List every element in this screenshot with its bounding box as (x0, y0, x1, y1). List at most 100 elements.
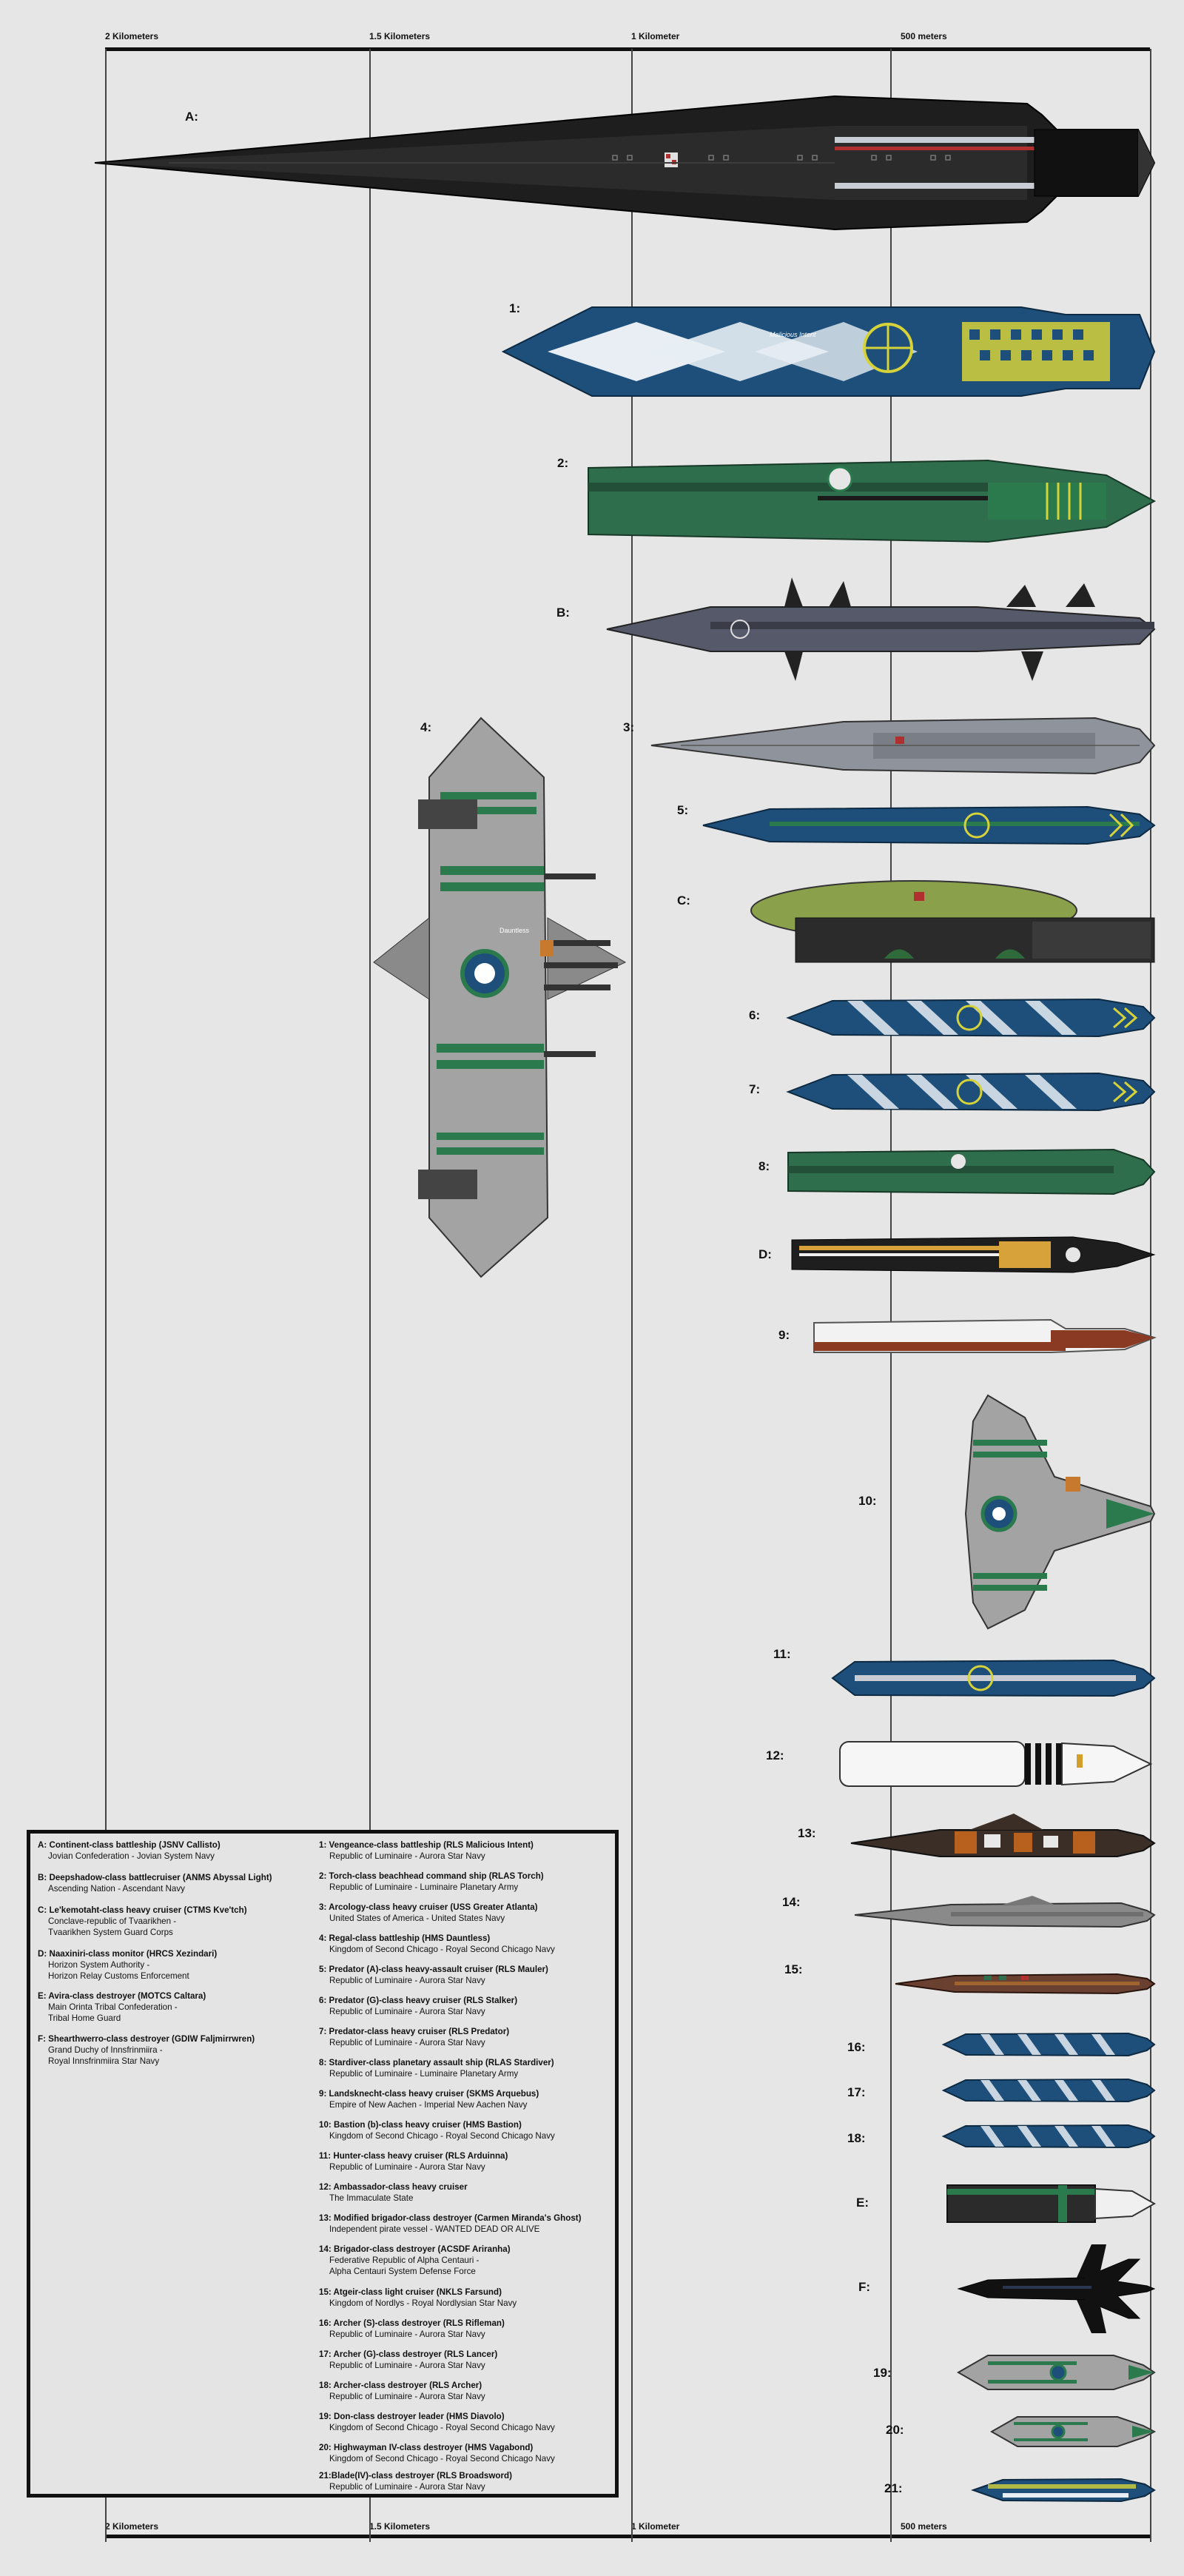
ship-16-archer-s (941, 2032, 1156, 2057)
ship-label-4: 4: (420, 720, 432, 734)
ship-E-avira-destroyer (946, 2184, 1157, 2223)
legend-entry-5: 5: Predator (A)-class heavy-assault crui… (319, 1965, 548, 1985)
scale-label-1km: 1 Kilometer (631, 31, 680, 41)
ship-18-archer (941, 2124, 1156, 2149)
hull-marking-1: Malicious Intent (770, 331, 816, 338)
hull-marking-4: Dauntless (500, 927, 530, 934)
legend-entry-18: 18: Archer-class destroyer (RLS Archer)R… (319, 2381, 485, 2401)
ship-11-hunter (831, 1659, 1156, 1697)
gridline-1km (631, 49, 633, 2542)
ship-B-deepshadow-battlecruiser (606, 577, 1156, 681)
scale-label-500m-bottom: 500 meters (901, 2521, 947, 2532)
legend-entry-11: 11: Hunter-class heavy cruiser (RLS Ardu… (319, 2151, 508, 2172)
gridline-2km (105, 49, 107, 2542)
ship-label-2: 2: (557, 456, 569, 470)
legend-entry-D: D: Naaxiniri-class monitor (HRCS Xezinda… (38, 1949, 218, 1981)
legend-entry-10: 10: Bastion (b)-class heavy cruiser (HMS… (319, 2120, 555, 2141)
scale-label-1-5km: 1.5 Kilometers (369, 31, 431, 41)
ship-13-carmen-mirandas-ghost (850, 1814, 1156, 1857)
legend-entry-E: E: Avira-class destroyer (MOTCS Caltara)… (38, 1991, 206, 2023)
ship-label-10: 10: (858, 1494, 877, 1508)
legend-entry-19: 19: Don-class destroyer leader (HMS Diav… (319, 2412, 555, 2432)
gridline-0m (1150, 49, 1151, 2542)
ship-label-16: 16: (847, 2040, 866, 2054)
ship-label-18: 18: (847, 2131, 866, 2145)
ship-label-11: 11: (773, 1647, 791, 1661)
ship-label-3: 3: (623, 720, 635, 734)
ship-label-13: 13: (798, 1826, 816, 1840)
ship-7-predator (786, 1072, 1156, 1112)
ship-label-7: 7: (749, 1082, 761, 1096)
ship-label-E: E: (856, 2196, 869, 2210)
ship-10-bastion (964, 1394, 1156, 1630)
ship-8-stardiver (787, 1148, 1156, 1195)
ship-label-17: 17: (847, 2085, 866, 2099)
legend-entry-B: B: Deepshadow-class battlecruiser (ANMS … (38, 1873, 272, 1894)
ship-14-brigador (854, 1896, 1156, 1928)
ship-label-20: 20: (886, 2423, 904, 2437)
legend-entry-A: A: Continent-class battleship (JSNV Call… (38, 1840, 221, 1861)
ship-12-ambassador (839, 1741, 1153, 1787)
top-scale: 2 Kilometers 1.5 Kilometers 1 Kilometer … (105, 31, 1150, 53)
ship-21-blade (970, 2478, 1156, 2503)
ship-label-A: A: (185, 110, 198, 124)
ship-3-arcology-heavy-cruiser (650, 717, 1156, 775)
ship-label-14: 14: (782, 1895, 801, 1909)
legend-entry-17: 17: Archer (G)-class destroyer (RLS Lanc… (319, 2349, 498, 2370)
ship-17-archer-g (941, 2078, 1156, 2103)
legend-entry-13: 13: Modified brigador-class destroyer (C… (319, 2213, 582, 2234)
ship-6-predator-g (786, 998, 1156, 1038)
ship-C-lekemotaht-heavy-cruiser (750, 880, 1155, 963)
legend-entry-1: 1: Vengeance-class battleship (RLS Malic… (319, 1840, 534, 1861)
scale-bar-bottom (105, 2535, 1150, 2538)
ship-19-don (956, 2355, 1156, 2390)
scale-label-500m: 500 meters (901, 31, 947, 41)
ship-15-atgeir (895, 1973, 1156, 1995)
ship-2-torch-command-ship (588, 459, 1157, 543)
legend-entry-8: 8: Stardiver-class planetary assault shi… (319, 2058, 554, 2079)
bottom-scale: 2 Kilometers 1.5 Kilometers 1 Kilometer … (105, 2517, 1150, 2539)
scale-label-2km: 2 Kilometers (105, 31, 159, 41)
ship-label-F: F: (858, 2280, 871, 2294)
legend-entry-4: 4: Regal-class battleship (HMS Dauntless… (319, 1933, 555, 1954)
legend-box: A: Continent-class battleship (JSNV Call… (27, 1830, 619, 2498)
legend-entry-C: C: Le'kemotaht-class heavy cruiser (CTMS… (38, 1905, 247, 1937)
ship-D-naaxiniri-monitor (791, 1236, 1156, 1273)
ship-label-21: 21: (884, 2481, 903, 2495)
ship-label-6: 6: (749, 1008, 761, 1022)
legend-entry-16: 16: Archer (S)-class destroyer (RLS Rifl… (319, 2318, 505, 2339)
ship-label-19: 19: (873, 2366, 892, 2380)
ship-label-B: B: (556, 606, 570, 620)
ship-label-8: 8: (758, 1159, 770, 1173)
ship-label-12: 12: (766, 1748, 784, 1762)
ship-label-9: 9: (778, 1328, 790, 1342)
ship-20-highwayman (989, 2416, 1157, 2447)
scale-label-1-5km-bottom: 1.5 Kilometers (369, 2521, 431, 2532)
scale-label-2km-bottom: 2 Kilometers (105, 2521, 159, 2532)
ship-label-D: D: (758, 1247, 772, 1261)
ship-9-landsknecht (813, 1318, 1157, 1353)
ship-label-1: 1: (509, 301, 521, 315)
gridline-500m (890, 49, 892, 2542)
legend-entry-14: 14: Brigador-class destroyer (ACSDF Arir… (319, 2244, 511, 2276)
legend-entry-21: 21:Blade(IV)-class destroyer (RLS Broads… (319, 2471, 512, 2492)
legend-entry-F: F: Shearthwerro-class destroyer (GDIW Fa… (38, 2034, 255, 2066)
ship-A-continent-battleship (94, 95, 1156, 231)
legend-entry-2: 2: Torch-class beachhead command ship (R… (319, 1871, 544, 1892)
legend-entry-7: 7: Predator-class heavy cruiser (RLS Pre… (319, 2027, 510, 2047)
ship-label-5: 5: (677, 803, 689, 817)
scale-bar (105, 47, 1150, 51)
legend-entry-6: 6: Predator (G)-class heavy cruiser (RLS… (319, 1996, 518, 2016)
gridline-1-5km (369, 49, 371, 2542)
ship-label-15: 15: (784, 1962, 803, 1976)
legend-entry-20: 20: Highwayman IV-class destroyer (HMS V… (319, 2443, 555, 2463)
legend-entry-9: 9: Landsknecht-class heavy cruiser (SKMS… (319, 2089, 539, 2110)
scale-label-1km-bottom: 1 Kilometer (631, 2521, 680, 2532)
legend-entry-3: 3: Arcology-class heavy cruiser (USS Gre… (319, 1902, 538, 1923)
ship-label-C: C: (677, 893, 690, 908)
ship-4-regal-battleship: Dauntless (373, 717, 627, 1278)
ship-1-vengeance-battleship: Malicious Intent (501, 306, 1156, 397)
ship-F-shearthwerro-destroyer (957, 2244, 1156, 2333)
legend-entry-15: 15: Atgeir-class light cruiser (NKLS Far… (319, 2287, 517, 2308)
